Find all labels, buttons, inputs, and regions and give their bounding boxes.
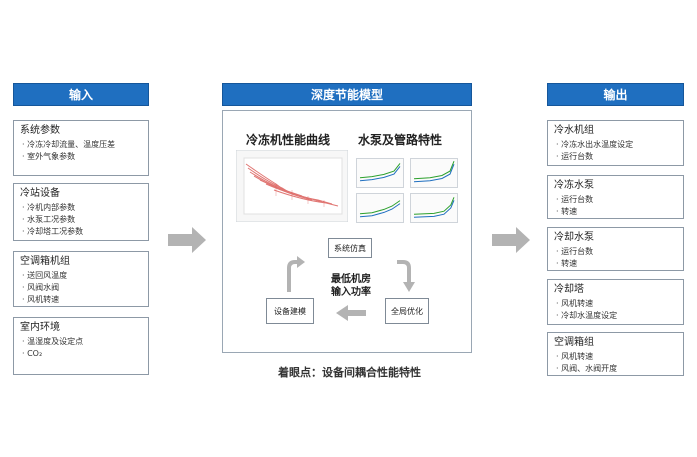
input-header: 输入 [13, 83, 149, 106]
chiller-performance-chart [236, 150, 348, 222]
input-box: 冷站设备冷机内部参数水泵工况参数冷却塔工况参数 [13, 183, 149, 241]
output-box: 冷却水泵运行台数转速 [547, 227, 684, 271]
output-header: 输出 [547, 83, 684, 106]
output-box-item: 风阀、水阀开度 [554, 363, 677, 375]
output-box-item: 运行台数 [554, 246, 677, 258]
chiller-curve-title: 冷冻机性能曲线 [246, 133, 331, 147]
input-box-item: 冷冻冷却流量、温度压差 [20, 139, 142, 151]
output-box-item: 风机转速 [554, 351, 677, 363]
input-box-item: CO₂ [20, 348, 142, 360]
pump-curve-thumbnail [410, 193, 458, 223]
model-header: 深度节能模型 [222, 83, 472, 106]
min-power-line1: 最低机房 [331, 274, 371, 285]
left-arrow-icon [336, 305, 366, 321]
input-box-item: 水泵工况参数 [20, 214, 142, 226]
down-curve-arrow-icon [397, 260, 415, 292]
output-box: 冷冻水泵运行台数转速 [547, 175, 684, 219]
input-box-item: 送回风温度 [20, 270, 142, 282]
output-box-item: 冷冻水出水温度设定 [554, 139, 677, 151]
system-simulation-box: 系统仿真 [328, 238, 372, 258]
output-box-title: 冷冻水泵 [554, 180, 594, 191]
min-power-text: 最低机房 输入功率 [323, 273, 379, 299]
input-box-title: 冷站设备 [20, 188, 60, 199]
input-box-title: 空调箱机组 [20, 256, 70, 267]
output-box: 冷水机组冷冻水出水温度设定运行台数 [547, 120, 684, 166]
output-box-item: 运行台数 [554, 151, 677, 163]
output-box-title: 冷却水泵 [554, 232, 594, 243]
input-box-title: 系统参数 [20, 125, 60, 136]
input-box-title: 室内环境 [20, 322, 60, 333]
equipment-modeling-box: 设备建模 [266, 298, 314, 324]
pump-curve-title: 水泵及管路特性 [358, 133, 443, 147]
pump-curve-thumbnail [356, 193, 404, 223]
up-curve-arrow-icon [287, 256, 305, 292]
output-box: 冷却塔风机转速冷却水温度设定 [547, 279, 684, 325]
input-box-item: 温湿度及设定点 [20, 336, 142, 348]
global-optimization-box: 全局优化 [385, 298, 429, 324]
right-arrow-icon [168, 227, 206, 253]
input-box-item: 室外气象参数 [20, 151, 142, 163]
min-power-line2: 输入功率 [331, 287, 371, 298]
pump-curve-thumbnail [410, 158, 458, 188]
output-box-item: 冷却水温度设定 [554, 310, 677, 322]
output-box-item: 风机转速 [554, 298, 677, 310]
pump-curve-thumbnail [356, 158, 404, 188]
output-box-title: 冷水机组 [554, 125, 594, 136]
input-box-item: 风机转速 [20, 294, 142, 306]
output-box-item: 转速 [554, 206, 677, 218]
input-box-item: 冷却塔工况参数 [20, 226, 142, 238]
input-box-item: 冷机内部参数 [20, 202, 142, 214]
output-box-title: 空调箱组 [554, 337, 594, 348]
input-box: 系统参数冷冻冷却流量、温度压差室外气象参数 [13, 120, 149, 176]
input-box-item: 风阀水阀 [20, 282, 142, 294]
bottom-note: 着眼点：设备间耦合性能特性 [278, 366, 421, 379]
input-box: 空调箱机组送回风温度风阀水阀风机转速 [13, 251, 149, 307]
output-box: 空调箱组风机转速风阀、水阀开度 [547, 332, 684, 376]
output-box-title: 冷却塔 [554, 284, 584, 295]
output-box-item: 转速 [554, 258, 677, 270]
output-box-item: 运行台数 [554, 194, 677, 206]
right-arrow-icon [492, 227, 530, 253]
input-box: 室内环境温湿度及设定点CO₂ [13, 317, 149, 375]
